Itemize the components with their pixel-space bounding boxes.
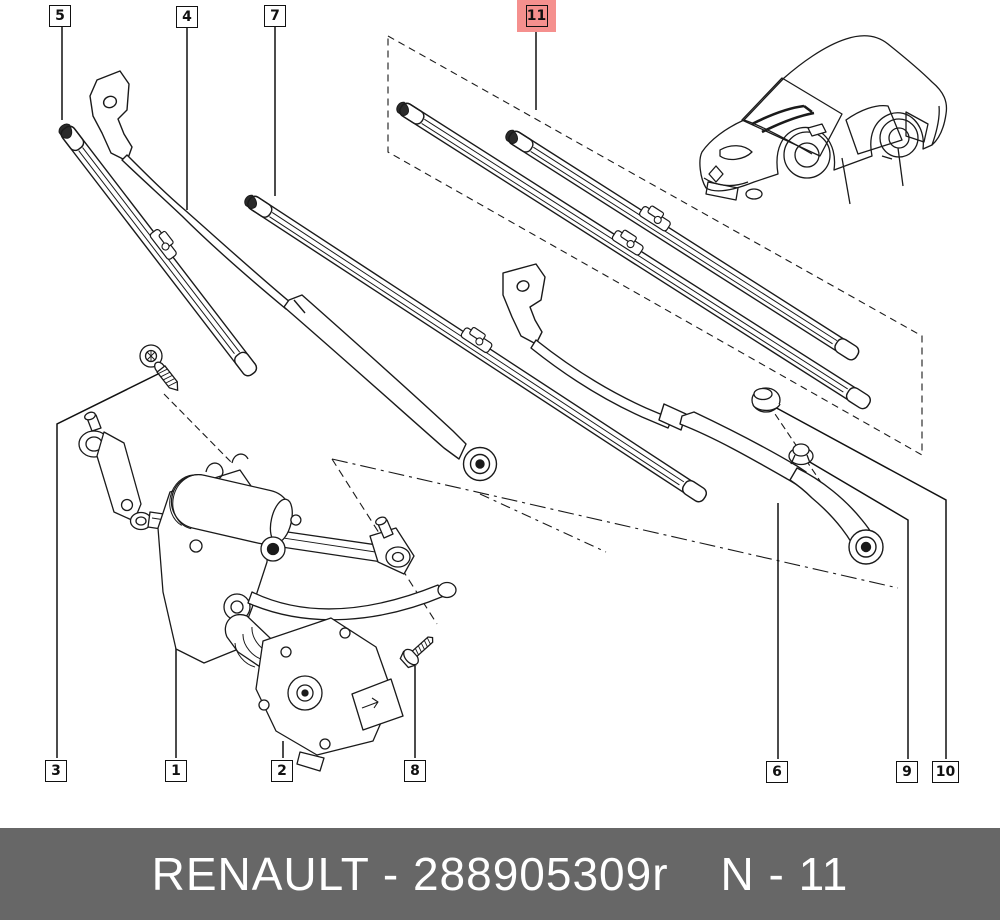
callout-1[interactable]: 1: [165, 760, 187, 782]
callout-8[interactable]: 8: [404, 760, 426, 782]
part-number-text: RENAULT - 288905309r: [151, 848, 669, 900]
wiper-motor-2[interactable]: [224, 613, 404, 772]
screw-3[interactable]: [139, 344, 182, 393]
callout-10[interactable]: 10: [932, 761, 959, 783]
dashed-zone-item-11: [387, 35, 923, 456]
dashed-ray-long: [331, 458, 899, 589]
wiper-arm-4[interactable]: [89, 70, 498, 482]
callout-11-highlight: 11: [517, 0, 556, 32]
pivot-nut-9[interactable]: [788, 443, 814, 466]
wiper-blade-kit-11-rear[interactable]: [503, 119, 866, 362]
wiper-blade-5[interactable]: [57, 115, 267, 378]
dashed-screw-pointer: [163, 393, 232, 463]
callout-7[interactable]: 7: [264, 5, 286, 27]
callout-9[interactable]: 9: [896, 761, 918, 783]
leader-9: [802, 457, 909, 759]
leader-3: [56, 373, 159, 758]
wiper-blade-kit-11-front[interactable]: [394, 91, 877, 411]
callout-4[interactable]: 4: [176, 6, 198, 28]
wiper-linkage-assembly-1[interactable]: [78, 411, 457, 664]
dashed-axis-cap-nut: [768, 404, 858, 537]
car-illustration: [699, 35, 948, 205]
footer-banner: RENAULT - 288905309r N - 11: [0, 828, 1000, 920]
wiper-blade-7[interactable]: [242, 184, 713, 504]
callout-11[interactable]: 11: [525, 5, 548, 27]
wiper-arm-6[interactable]: [502, 263, 884, 565]
callout-3[interactable]: 3: [45, 760, 67, 782]
bolt-8[interactable]: [398, 631, 438, 670]
car-brand-diamond: [708, 165, 724, 183]
dashed-arm-pointer: [479, 493, 607, 553]
callout-2[interactable]: 2: [271, 760, 293, 782]
page-ref-text: N - 11: [720, 848, 849, 900]
callout-6[interactable]: 6: [766, 761, 788, 783]
callout-5[interactable]: 5: [49, 5, 71, 27]
technical-drawing: [56, 27, 948, 772]
leader-10: [770, 404, 947, 759]
pivot-cap-10[interactable]: [751, 387, 781, 413]
